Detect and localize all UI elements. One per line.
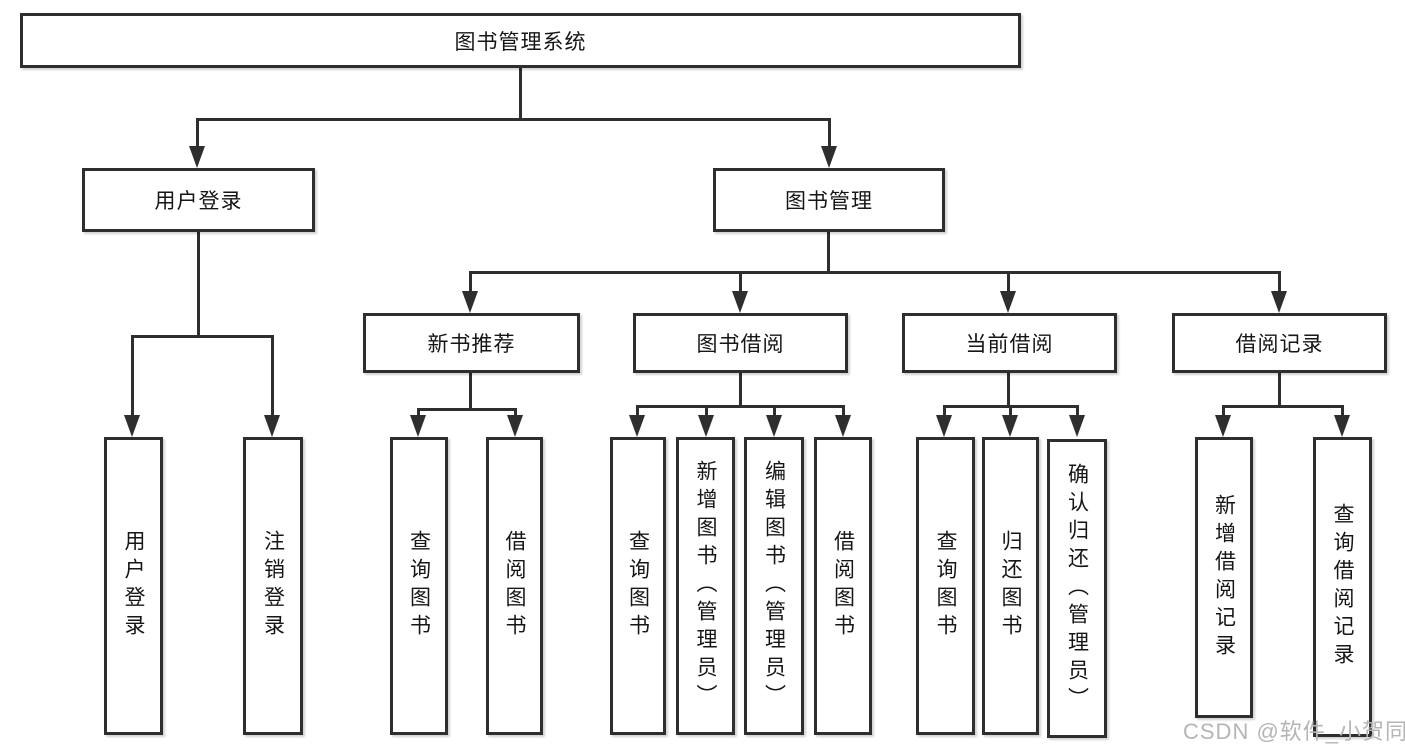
node-current-borrow-label: 当前借阅 [965, 333, 1054, 356]
node-borrow-records-label: 借阅记录 [1235, 333, 1324, 356]
node-new-book-recommend-label: 新书推荐 [427, 333, 516, 356]
connector-line [469, 271, 472, 293]
leaf-confirm-return-admin-label: 确认归还（管理员） [1065, 462, 1089, 715]
leaf-recommend-query-books: 查询图书 [390, 437, 448, 735]
leaf-query-borrow-record-label: 查询借阅记录 [1331, 503, 1354, 671]
leaf-query-borrow-record: 查询借阅记录 [1313, 437, 1372, 737]
node-borrow-records: 借阅记录 [1172, 313, 1387, 373]
leaf-add-books-admin-label: 新增图书（管理员） [694, 460, 717, 712]
connector-line [469, 271, 1281, 274]
leaf-user-login: 用户登录 [104, 437, 163, 735]
leaf-current-query-books-label: 查询图书 [934, 530, 957, 642]
node-library-system-label: 图书管理系统 [454, 30, 587, 54]
leaf-edit-books-admin-label: 编辑图书（管理员） [762, 460, 786, 712]
connector-line [131, 335, 134, 415]
node-book-borrow-label: 图书借阅 [696, 333, 785, 356]
arrow-down-icon [1215, 415, 1231, 437]
arrow-down-icon [264, 415, 280, 437]
connector-line [417, 408, 517, 411]
connector-line [197, 232, 200, 335]
arrow-down-icon [1002, 415, 1018, 437]
node-current-borrow: 当前借阅 [902, 313, 1117, 373]
leaf-borrow-query-books-label: 查询图书 [626, 530, 650, 642]
arrow-down-icon [1069, 415, 1085, 437]
connector-line [1278, 373, 1281, 405]
connector-line [514, 408, 517, 417]
leaf-add-borrow-record-label: 新增借阅记录 [1212, 493, 1236, 662]
connector-line [1341, 405, 1344, 417]
arrow-down-icon [698, 415, 714, 437]
arrow-down-icon [1000, 291, 1016, 313]
leaf-logout-label: 注销登录 [261, 530, 285, 642]
arrow-down-icon [189, 146, 205, 168]
leaf-recommend-query-books-label: 查询图书 [407, 530, 431, 642]
connector-line [828, 118, 831, 148]
arrow-down-icon [766, 415, 782, 437]
leaf-recommend-borrow-books: 借阅图书 [486, 437, 543, 735]
leaf-borrow-query-books: 查询图书 [610, 437, 666, 735]
arrow-down-icon [124, 415, 140, 437]
connector-line [417, 408, 420, 417]
connector-line [705, 405, 708, 417]
connector-line [1076, 405, 1079, 417]
connector-line [636, 405, 639, 417]
connector-line [1222, 405, 1225, 417]
arrow-down-icon [462, 291, 478, 313]
arrow-down-icon [936, 415, 952, 437]
node-new-book-recommend: 新书推荐 [363, 313, 580, 373]
csdn-watermark: CSDN @软件_小贺同学 [1183, 719, 1405, 744]
leaf-logout: 注销登录 [243, 437, 303, 735]
connector-line [842, 405, 845, 417]
connector-line [1007, 271, 1010, 293]
connector-line [196, 118, 199, 148]
leaf-current-query-books: 查询图书 [916, 437, 975, 735]
leaf-borrow-books-label: 借阅图书 [831, 530, 855, 642]
connector-line [131, 335, 274, 338]
node-book-management: 图书管理 [713, 168, 945, 232]
node-book-management-label: 图书管理 [785, 190, 873, 213]
connector-line [196, 118, 831, 121]
connector-line [636, 405, 845, 408]
leaf-borrow-books: 借阅图书 [814, 437, 872, 735]
connector-line [739, 373, 742, 405]
arrow-down-icon [1271, 291, 1287, 313]
connector-line [469, 373, 472, 408]
connector-line [519, 68, 522, 118]
leaf-return-books: 归还图书 [982, 437, 1039, 735]
arrow-down-icon [835, 415, 851, 437]
arrow-down-icon [507, 415, 523, 437]
connector-line [1278, 271, 1281, 293]
arrow-down-icon [410, 415, 426, 437]
connector-line [1222, 405, 1344, 408]
node-library-system: 图书管理系统 [20, 13, 1021, 68]
connector-line [1007, 373, 1010, 405]
leaf-confirm-return-admin: 确认归还（管理员） [1047, 439, 1107, 738]
connector-line [1009, 405, 1012, 417]
arrow-down-icon [1334, 415, 1350, 437]
leaf-edit-books-admin: 编辑图书（管理员） [744, 437, 804, 735]
node-user-login-label: 用户登录 [154, 190, 243, 213]
connector-line [827, 232, 830, 271]
connector-line [271, 335, 274, 415]
arrow-down-icon [629, 415, 645, 437]
connector-line [943, 405, 946, 417]
arrow-down-icon [732, 291, 748, 313]
leaf-user-login-label: 用户登录 [122, 530, 145, 642]
leaf-add-borrow-record: 新增借阅记录 [1195, 437, 1253, 718]
leaf-return-books-label: 归还图书 [999, 530, 1022, 642]
node-user-login: 用户登录 [82, 168, 315, 232]
arrow-down-icon [821, 146, 837, 168]
leaf-add-books-admin: 新增图书（管理员） [676, 437, 735, 735]
connector-line [739, 271, 742, 293]
leaf-recommend-borrow-books-label: 借阅图书 [503, 530, 526, 642]
connector-line [773, 405, 776, 417]
node-book-borrow: 图书借阅 [633, 313, 848, 373]
